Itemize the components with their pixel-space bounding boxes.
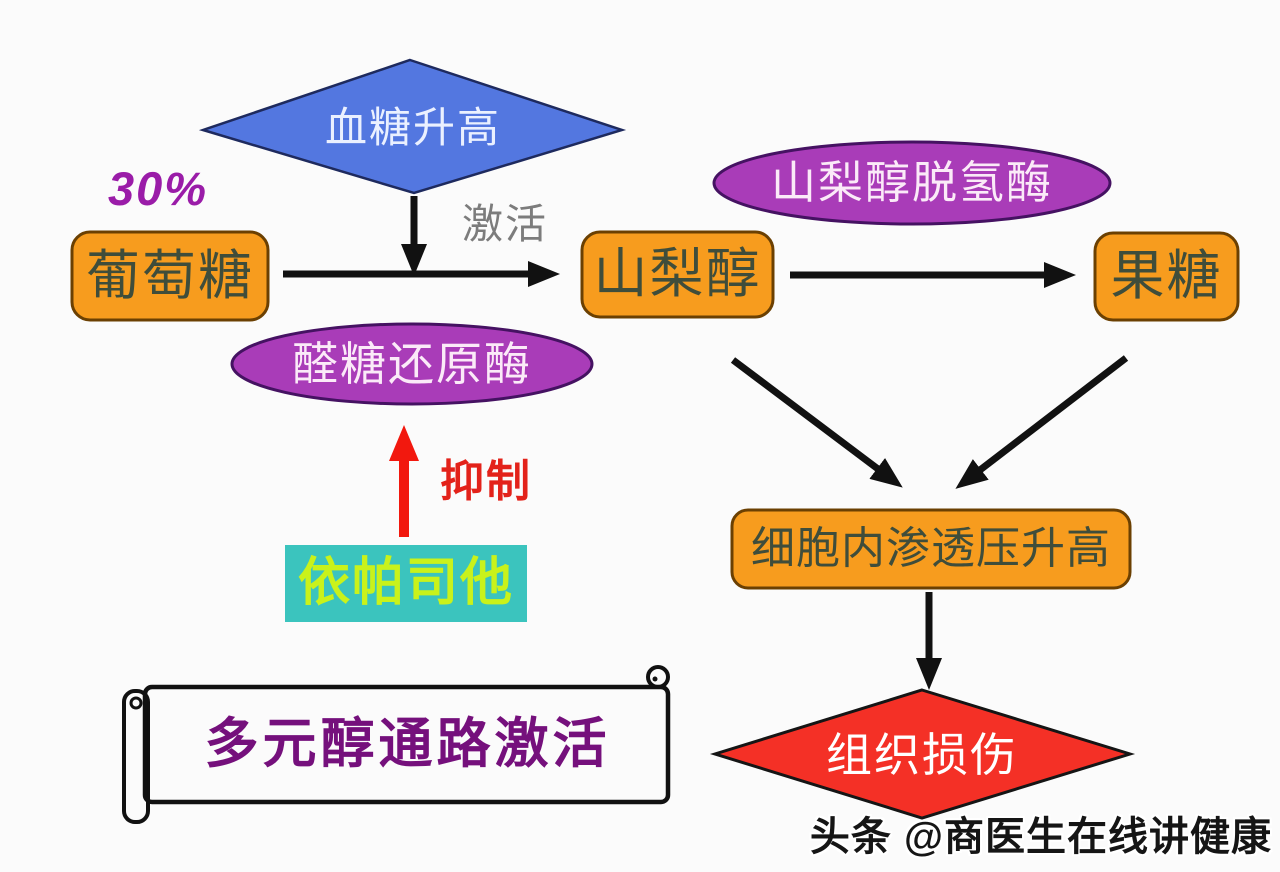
- glucose-node: [70, 230, 270, 322]
- banner-roll-top-curl: [129, 696, 143, 710]
- osmotic-pressure-node: [730, 508, 1132, 590]
- epalrestat-label: 依帕司他: [297, 554, 514, 613]
- banner-scroll: [122, 665, 671, 824]
- banner-left-roll: [122, 689, 150, 824]
- arrow-sorbitol-to-osmotic: [730, 357, 903, 488]
- banner-body: [142, 684, 671, 805]
- tissue-damage-diamond: [709, 688, 1136, 820]
- tissue-damage-label: 组织损伤: [826, 728, 1018, 781]
- percent-label: 30%: [107, 162, 209, 216]
- sorbitol-dehydrogenase-ellipse: [712, 140, 1112, 226]
- banner-title: 多元醇通路激活: [204, 714, 611, 775]
- fructose-label: 果糖: [1110, 246, 1223, 307]
- watermark: 头条 @商医生在线讲健康: [809, 815, 1272, 859]
- activate-label: 激活: [462, 201, 548, 248]
- banner-curl-dot: [652, 676, 658, 682]
- sorbitol-node: [580, 230, 775, 319]
- banner-top-right-curl: [646, 665, 670, 689]
- sorbitol-label: 山梨醇: [593, 244, 762, 305]
- blood-sugar-label: 血糖升高: [324, 103, 501, 151]
- inhibit-label: 抑制: [440, 456, 532, 506]
- arrow-fructose-to-osmotic: [955, 355, 1129, 489]
- sorbitol-dehydrogenase-label: 山梨醇脱氢酶: [770, 157, 1053, 209]
- glucose-label: 葡萄糖: [86, 245, 254, 306]
- blood-sugar-diamond: [198, 58, 627, 195]
- aldose-reductase-label: 醛糖还原酶: [292, 337, 532, 390]
- aldose-reductase-ellipse: [230, 322, 594, 406]
- fructose-node: [1093, 231, 1240, 322]
- osmotic-pressure-label: 细胞内渗透压升高: [751, 523, 1111, 573]
- epalrestat-node: [285, 545, 527, 622]
